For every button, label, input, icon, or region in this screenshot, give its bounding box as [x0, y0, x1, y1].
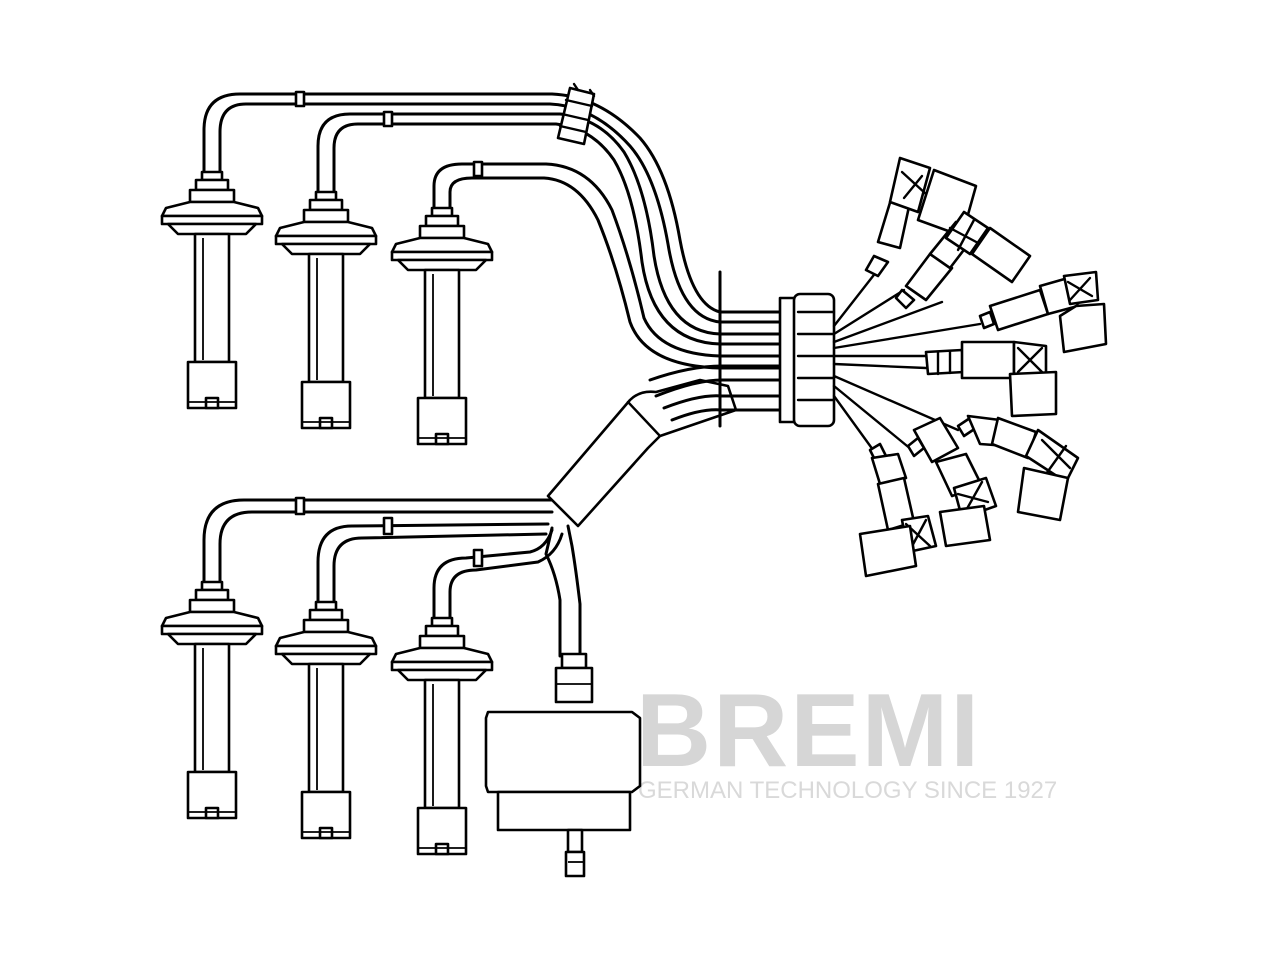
spark-plug-boot-6 [390, 616, 494, 856]
lower-bank-wires [202, 496, 582, 658]
central-wire-holder [718, 270, 836, 428]
spark-plug-boot-1 [160, 170, 264, 410]
lower-wire-sheath [546, 364, 792, 528]
distributor-connector-7 [858, 442, 938, 578]
distributor-connector-3 [978, 270, 1108, 354]
distributor-connector-2 [894, 210, 1032, 310]
brand-watermark: BREMI GERMAN TECHNOLOGY SINCE 1927 [636, 673, 1057, 804]
watermark-logo: BREMI [636, 673, 981, 789]
spark-plug-boot-2 [274, 190, 378, 430]
spark-plug-boot-3 [390, 206, 494, 446]
watermark-tagline: GERMAN TECHNOLOGY SINCE 1927 [638, 777, 1057, 804]
spark-plug-boot-5 [274, 600, 378, 840]
upper-wire-clip [556, 82, 596, 146]
distributor-connector-4 [924, 340, 1058, 418]
ignition-coil-connector [484, 652, 642, 878]
distributor-connector-6 [906, 416, 998, 548]
upper-bank-wires [202, 90, 792, 370]
spark-plug-boot-4 [160, 580, 264, 820]
distributor-connector-5 [956, 414, 1080, 522]
